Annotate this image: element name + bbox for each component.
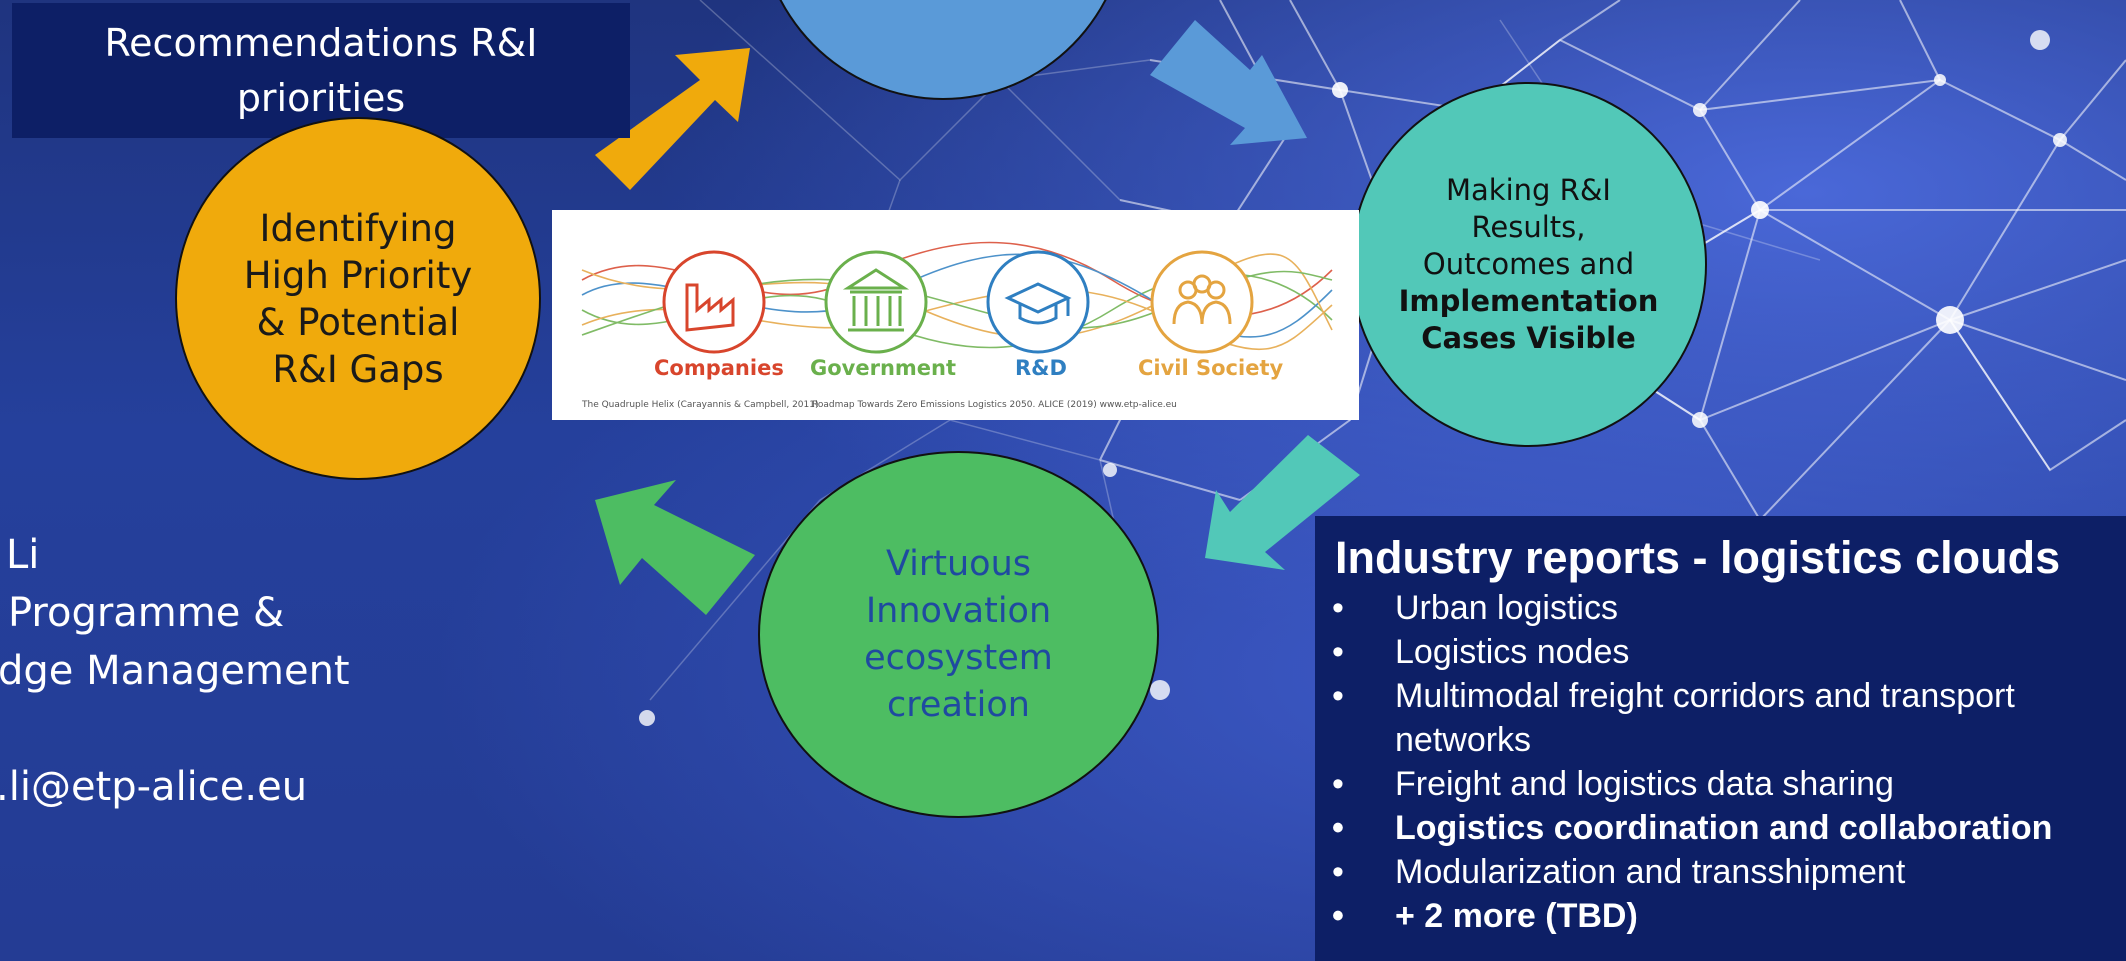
recommendations-box: Recommendations R&I priorities bbox=[12, 3, 630, 138]
gaps-circle: Identifying High Priority & Potential R&… bbox=[175, 117, 541, 480]
ecosystem-line: ecosystem bbox=[864, 637, 1053, 678]
results-line-bold: Implementation bbox=[1398, 284, 1659, 318]
list-item: • Logistics coordination and collaboratio… bbox=[1315, 806, 2126, 850]
bullet-icon: • bbox=[1332, 633, 1344, 671]
recommendations-text: Recommendations R&I priorities bbox=[104, 20, 538, 120]
list-item-text: Multimodal freight corridors and transpo… bbox=[1395, 677, 2015, 759]
results-line: Outcomes and bbox=[1422, 247, 1635, 281]
list-item: • Logistics nodes bbox=[1315, 630, 2126, 674]
list-item: • Modularization and transshipment bbox=[1315, 850, 2126, 894]
arrow-yellow bbox=[595, 48, 750, 190]
industry-reports-title: Industry reports - logistics clouds bbox=[1335, 532, 2061, 583]
helix-label-government: Government bbox=[810, 356, 957, 380]
ecosystem-line: Virtuous bbox=[885, 543, 1032, 584]
gaps-line: & Potential bbox=[256, 300, 460, 344]
quadruple-helix-image: Companies Government R&D Civil Society T… bbox=[552, 210, 1359, 420]
list-item-text: Logistics coordination and collaboration bbox=[1395, 809, 2053, 847]
arrow-green bbox=[595, 480, 755, 615]
results-line: Results, bbox=[1471, 210, 1586, 244]
list-item-text: Modularization and transshipment bbox=[1395, 853, 1906, 891]
list-item: • + 2 more (TBD) bbox=[1315, 894, 2126, 938]
arrow-blue bbox=[1150, 20, 1307, 145]
gaps-line: High Priority bbox=[243, 253, 473, 297]
helix-label-companies: Companies bbox=[654, 356, 784, 380]
list-item-text: Logistics nodes bbox=[1395, 633, 1630, 671]
list-item-text: Freight and logistics data sharing bbox=[1395, 765, 1894, 803]
bullet-icon: • bbox=[1332, 677, 1344, 715]
ecosystem-line: Innovation bbox=[865, 590, 1052, 631]
list-item-text: + 2 more (TBD) bbox=[1395, 897, 1638, 935]
graduation-cap-icon bbox=[986, 250, 1090, 354]
contact-name: Li bbox=[6, 532, 40, 578]
bullet-icon: • bbox=[1332, 809, 1344, 847]
list-item: • Multimodal freight corridors and transp… bbox=[1315, 674, 2126, 762]
ecosystem-circle: Virtuous Innovation ecosystem creation bbox=[758, 451, 1159, 818]
gaps-line: Identifying bbox=[259, 206, 457, 250]
industry-reports-box: Industry reports - logistics clouds • Urb… bbox=[1315, 516, 2126, 961]
results-circle: Making R&I Results, Outcomes and Impleme… bbox=[1350, 82, 1707, 447]
bullet-icon: • bbox=[1332, 589, 1344, 627]
contact-role-line2: dge Management bbox=[0, 648, 350, 694]
bullet-icon: • bbox=[1332, 897, 1344, 935]
bullet-icon: • bbox=[1332, 853, 1344, 891]
government-icon bbox=[824, 250, 928, 354]
ecosystem-line: creation bbox=[887, 684, 1030, 725]
companies-icon bbox=[662, 250, 766, 354]
helix-caption-roadmap: Roadmap Towards Zero Emissions Logistics… bbox=[812, 400, 1177, 410]
list-item: • Urban logistics bbox=[1315, 586, 2126, 630]
list-item-text: Urban logistics bbox=[1395, 589, 1618, 627]
contact-role-line1: Programme & bbox=[8, 590, 285, 636]
helix-caption-source: The Quadruple Helix (Carayannis & Campbe… bbox=[582, 400, 819, 410]
results-line: Making R&I bbox=[1446, 173, 1611, 207]
logistics-clouds-list: • Urban logistics • Logistics nodes • Multimo… bbox=[1315, 586, 2126, 938]
list-item: • Freight and logistics data sharing bbox=[1315, 762, 2126, 806]
bullet-icon: • bbox=[1332, 765, 1344, 803]
gaps-line: R&I Gaps bbox=[272, 347, 444, 391]
arrow-teal bbox=[1205, 435, 1360, 570]
contact-email: .li@etp-alice.eu bbox=[0, 764, 308, 810]
helix-label-rd: R&D bbox=[1015, 356, 1067, 380]
results-line-bold: Cases Visible bbox=[1421, 321, 1636, 355]
helix-label-civil-society: Civil Society bbox=[1138, 356, 1284, 380]
civil-society-icon bbox=[1150, 250, 1254, 354]
